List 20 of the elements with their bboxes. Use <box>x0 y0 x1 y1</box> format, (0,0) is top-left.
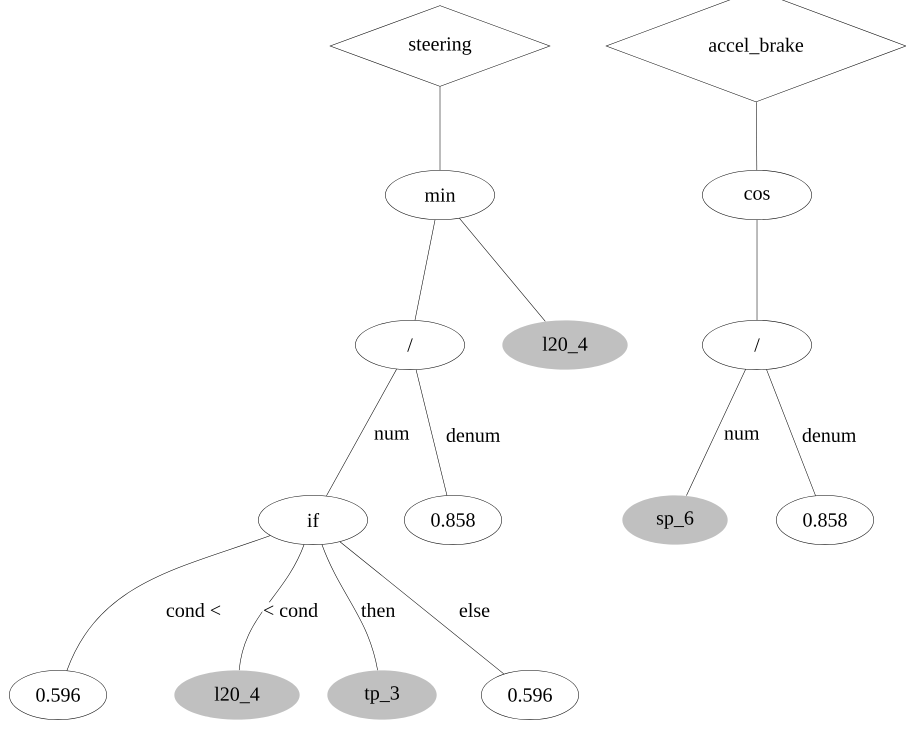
edge-label: denum <box>801 427 858 443</box>
connector-line <box>340 541 504 674</box>
connector-line <box>756 102 758 170</box>
connector-line <box>686 369 746 496</box>
edge-label: < cond <box>262 602 319 618</box>
connector-line <box>322 544 378 670</box>
edge-label: num <box>373 430 410 440</box>
connector-line <box>238 544 304 670</box>
connector-line <box>326 368 397 496</box>
connector-line <box>756 220 758 320</box>
edge-label: denum <box>445 427 502 443</box>
connector-line <box>416 370 448 496</box>
connector-line <box>66 535 270 671</box>
edge-label: cond < <box>165 602 222 618</box>
edge-label: else <box>458 602 491 618</box>
edge-label: then <box>360 602 396 618</box>
edge-label: num <box>723 430 760 440</box>
connector-line <box>766 369 816 496</box>
connector-line <box>414 220 436 320</box>
connector-line <box>459 218 546 322</box>
